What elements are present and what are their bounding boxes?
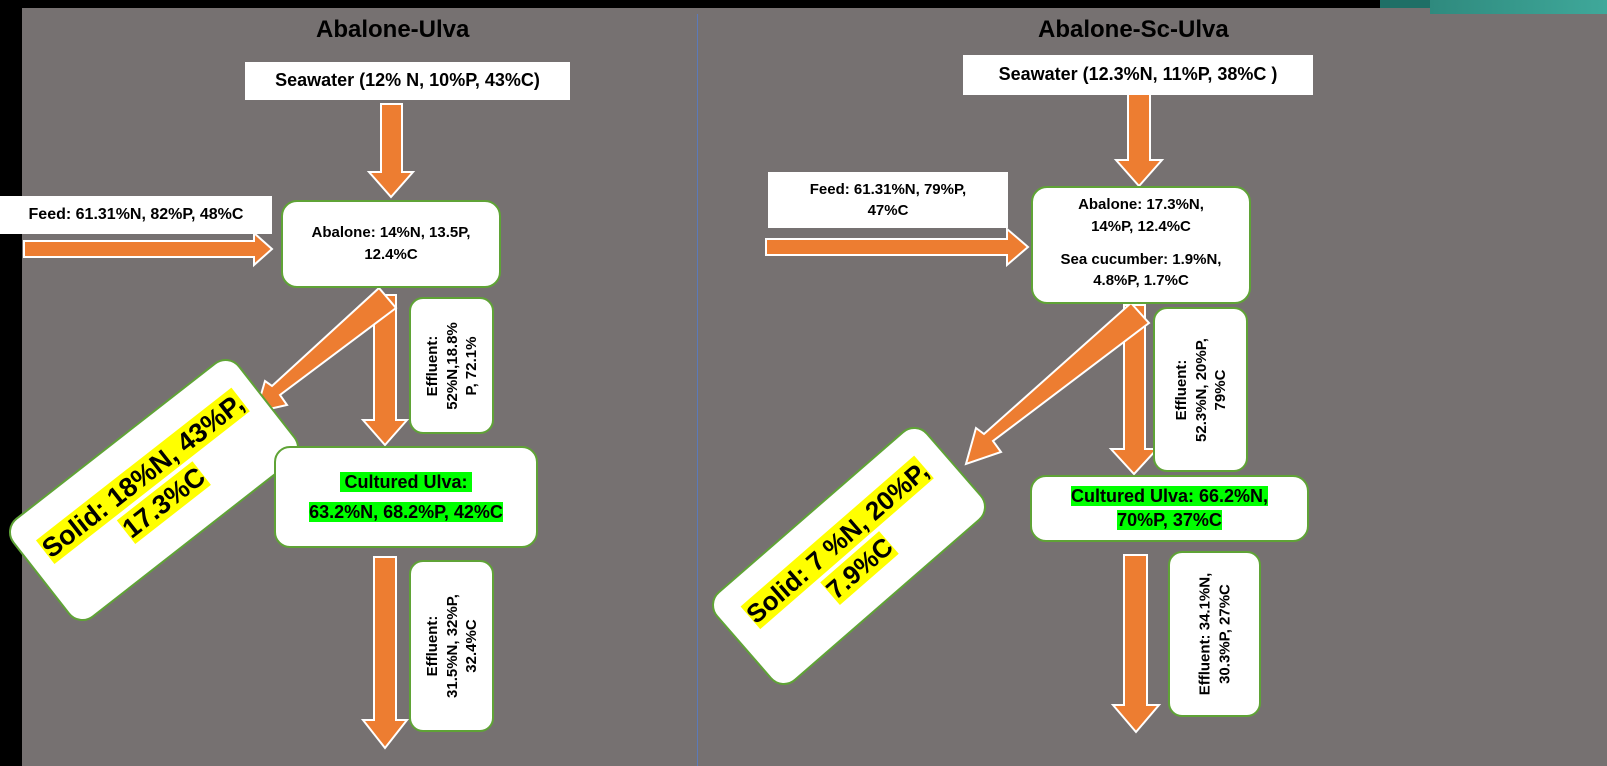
right-ulva-line-1: Cultured Ulva: 66.2%N, [1070,486,1269,507]
arrow-abalone-to-solid-right [964,301,1151,466]
left-effluent-1-box: Effluent: 52%N,18.8% P, 72.1% [409,297,494,434]
right-abalone-line-2: 14%P, 12.4%C [1091,217,1191,235]
left-abalone-box: Abalone: 14%N, 13.5P, 12.4%C [281,200,501,288]
right-sea-cucumber-line-2: 4.8%P, 1.7%C [1093,272,1189,290]
right-cultured-ulva-box: Cultured Ulva: 66.2%N, 70%P, 37%C [1030,475,1309,542]
arrow-abalone-to-ulva-right [1108,304,1160,476]
right-effluent-2-box: Effluent: 34.1%N, 30.3%P, 27%C [1168,551,1261,717]
right-feed-box: Feed: 61.31%N, 79%P, 47%C [768,172,1008,228]
right-diagram-title: Abalone-Sc-Ulva [1038,16,1229,43]
arrow-ulva-to-effluent-right [1110,554,1162,734]
arrow-seawater-to-abalone-right [1113,93,1165,188]
left-effluent-1-text: Effluent: 52%N,18.8% P, 72.1% [422,322,481,410]
background-image-corner [1430,0,1607,14]
left-diagram-title: Abalone-Ulva [316,16,470,43]
left-abalone-line-2: 12.4%C [364,246,418,263]
right-feed-line-2: 47%C [867,202,909,219]
left-cultured-ulva-box: Cultured Ulva: 63.2%N, 68.2%P, 42%C [274,446,538,548]
right-sea-cucumber-line-1: Sea cucumber: 1.9%N, [1060,250,1222,268]
left-ulva-line-2: 63.2%N, 68.2%P, 42%C [309,502,503,522]
right-abalone-line-1: Abalone: 17.3%N, [1078,196,1204,213]
right-effluent-2-line-2: 30.3%P, 27%C [1215,584,1233,684]
arrow-feed-to-abalone-right [765,226,1030,268]
right-feed-line-1: Feed: 61.31%N, 79%P, [809,181,967,198]
left-ulva-line-1: Cultured Ulva: [340,471,472,492]
right-effluent-1-line-3: 79%C [1211,369,1229,410]
arrow-feed-to-abalone-left [23,230,274,268]
right-seawater-box: Seawater (12.3%N, 11%P, 38%C ) [963,55,1313,95]
left-effluent-2-line-2: 31.5%N, 32%P, [442,594,460,698]
arrow-abalone-to-ulva-left [360,294,410,447]
arrow-seawater-to-abalone-left [366,103,416,199]
left-effluent-1-line-1: Effluent: [423,335,441,396]
left-feed-label: Feed: 61.31%N, 82%P, 48%C [28,206,244,224]
right-seawater-label: Seawater (12.3%N, 11%P, 38%C ) [998,64,1278,85]
left-effluent-2-line-1: Effluent: [423,615,441,677]
right-effluent-1-text: Effluent: 52.3%N, 20%P, 79%C [1171,338,1230,442]
left-effluent-2-text: Effluent: 31.5%N, 32%P, 32.4%C [422,594,481,698]
left-feed-box: Feed: 61.31%N, 82%P, 48%C [0,196,272,234]
arrow-ulva-to-effluent-left [360,556,410,750]
right-effluent-1-line-2: 52.3%N, 20%P, [1191,337,1209,442]
right-effluent-1-line-1: Effluent: [1172,359,1190,420]
right-effluent-2-text: Effluent: 34.1%N, 30.3%P, 27%C [1195,573,1234,696]
left-seawater-label: Seawater (12% N, 10%P, 43%C) [275,70,540,91]
right-effluent-2-line-1: Effluent: 34.1%N, [1196,572,1213,696]
left-abalone-line-1: Abalone: 14%N, 13.5P, [311,224,471,242]
left-effluent-1-line-2: 52%N,18.8% [442,321,460,410]
left-seawater-box: Seawater (12% N, 10%P, 43%C) [245,62,570,100]
right-effluent-1-box: Effluent: 52.3%N, 20%P, 79%C [1153,307,1248,472]
right-abalone-box: Abalone: 17.3%N, 14%P, 12.4%C Sea cucumb… [1031,186,1251,304]
left-effluent-2-line-3: 32.4%C [462,619,480,673]
left-effluent-1-line-3: P, 72.1% [462,336,480,395]
panel-divider [697,14,698,766]
right-ulva-line-2: 70%P, 37%C [1117,509,1222,530]
left-effluent-2-box: Effluent: 31.5%N, 32%P, 32.4%C [409,560,494,732]
